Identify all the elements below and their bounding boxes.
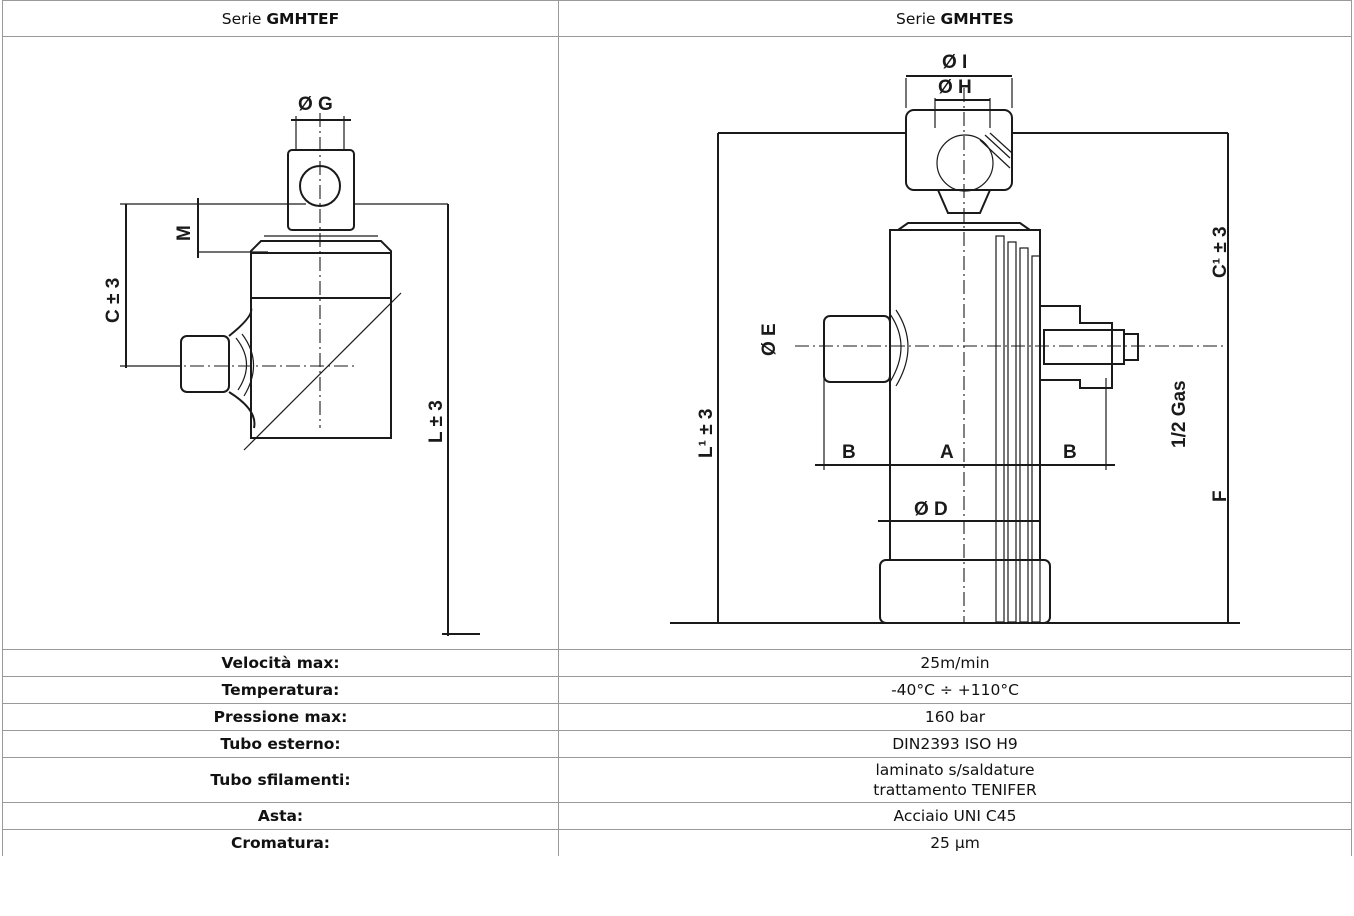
header-row: Serie GMHTEF Serie GMHTES [2, 0, 1352, 37]
drawing-left-cell: Ø G M C ± 3 [2, 36, 559, 650]
spec-value: -40°C ÷ +110°C [558, 676, 1352, 704]
spec-row: Pressione max: 160 bar [2, 703, 1352, 731]
label-a: A [940, 442, 954, 463]
spec-label: Temperatura: [2, 676, 559, 704]
spec-label: Tubo sfilamenti: [2, 757, 559, 803]
label-f: F [1210, 490, 1231, 502]
label-dia-g: Ø G [298, 94, 333, 115]
label-gas: 1/2 Gas [1169, 380, 1190, 448]
head-hatch [979, 132, 1013, 169]
spec-value: laminato s/saldature trattamento TENIFER [558, 757, 1352, 803]
pin-weld [227, 307, 255, 429]
header-left-prefix: Serie [221, 9, 267, 28]
spec-value: 25 µm [558, 829, 1352, 856]
side-pin [179, 335, 230, 393]
label-dia-i: Ø I [942, 52, 967, 73]
drawing-row: Ø G M C ± 3 [2, 36, 1352, 650]
spec-label: Cromatura: [2, 829, 559, 856]
wall-1 [995, 235, 1005, 623]
label-dia-d: Ø D [914, 499, 948, 520]
spec-row: Temperatura: -40°C ÷ +110°C [2, 676, 1352, 704]
spec-label: Tubo esterno: [2, 730, 559, 758]
header-right: Serie GMHTES [558, 0, 1352, 37]
spec-value: 160 bar [558, 703, 1352, 731]
cylinder-body [249, 253, 392, 439]
wall-3 [1019, 247, 1029, 623]
gmhtes-technical-drawing: Ø I Ø H [670, 52, 1240, 624]
spec-row: Tubo esterno: DIN2393 ISO H9 [2, 730, 1352, 758]
label-b-right: B [1063, 442, 1077, 463]
spec-label: Velocità max: [2, 649, 559, 677]
head-ball [936, 134, 994, 192]
spec-table: Serie GMHTEF Serie GMHTES Ø G [2, 0, 1352, 856]
wall-2 [1007, 241, 1017, 623]
header-right-prefix: Serie [896, 9, 941, 28]
side-pin [823, 315, 891, 383]
label-b-left: B [842, 442, 856, 463]
label-l: L ± 3 [426, 400, 447, 443]
spec-value-line-1: laminato s/saldature [875, 761, 1035, 779]
spec-row: Asta: Acciaio UNI C45 [2, 802, 1352, 830]
cylinder-base [879, 559, 1051, 624]
spec-label: Asta: [2, 802, 559, 830]
spec-label: Pressione max: [2, 703, 559, 731]
spec-row: Tubo sfilamenti: laminato s/saldature tr… [2, 757, 1352, 803]
pin-weld [889, 309, 909, 387]
spec-value-line-2: trattamento TENIFER [873, 781, 1037, 799]
wall-4 [1031, 255, 1041, 623]
eye-mount [286, 149, 355, 231]
label-m: M [174, 225, 195, 241]
pin-weld-hatch [235, 333, 254, 397]
port-boss [1040, 305, 1113, 389]
header-left: Serie GMHTEF [2, 0, 559, 37]
label-l1: L¹ ± 3 [696, 409, 717, 459]
cap-top [249, 240, 392, 254]
spec-value: Acciaio UNI C45 [558, 802, 1352, 830]
label-dia-e: Ø E [759, 323, 780, 356]
cylinder-body [889, 229, 1041, 561]
gmhtef-technical-drawing: Ø G M C ± 3 [103, 94, 480, 636]
port-nut [1123, 333, 1139, 361]
label-dia-h: Ø H [938, 77, 972, 98]
label-c1: C¹ ± 3 [1210, 226, 1231, 278]
spec-value: 25m/min [558, 649, 1352, 677]
label-c: C ± 3 [103, 278, 124, 323]
head-block [905, 109, 1013, 191]
header-left-series: GMHTEF [266, 9, 340, 28]
spec-row: Cromatura: 25 µm [2, 829, 1352, 856]
spec-value: DIN2393 ISO H9 [558, 730, 1352, 758]
drawing-right-cell: Ø I Ø H [558, 36, 1352, 650]
header-right-series: GMHTES [940, 9, 1014, 28]
spec-row: Velocità max: 25m/min [2, 649, 1352, 677]
section-line [243, 292, 401, 451]
